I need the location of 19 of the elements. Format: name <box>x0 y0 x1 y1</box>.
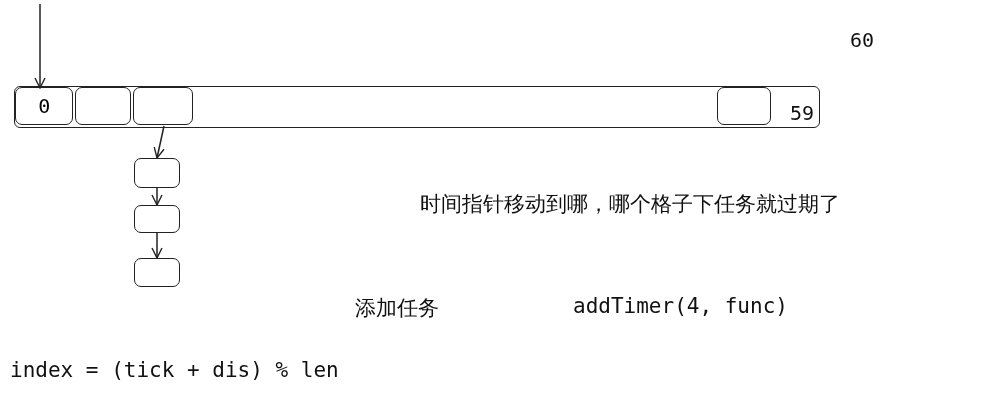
arrow <box>151 187 163 206</box>
slot-box <box>134 158 180 188</box>
formula-text: index = (tick + dis) % len <box>10 358 339 382</box>
slot-box <box>15 87 74 126</box>
slot-count: 60 <box>850 28 875 52</box>
arrow <box>151 232 163 259</box>
slot-box <box>134 205 180 233</box>
arrow <box>153 125 165 159</box>
slot-number: 0 <box>38 94 51 119</box>
slot-box <box>717 87 772 126</box>
slot-box <box>134 258 180 287</box>
slot-box <box>133 87 194 126</box>
wheel-bar <box>14 86 820 128</box>
note-text: 添加任务 <box>355 295 439 322</box>
slot-box <box>75 87 132 126</box>
code-text: addTimer(4, func) <box>573 294 788 318</box>
slot-number: 59 <box>790 101 815 125</box>
note-text: 时间指针移动到哪，哪个格子下任务就过期了 <box>420 191 840 218</box>
pointer-arrow <box>34 3 46 89</box>
